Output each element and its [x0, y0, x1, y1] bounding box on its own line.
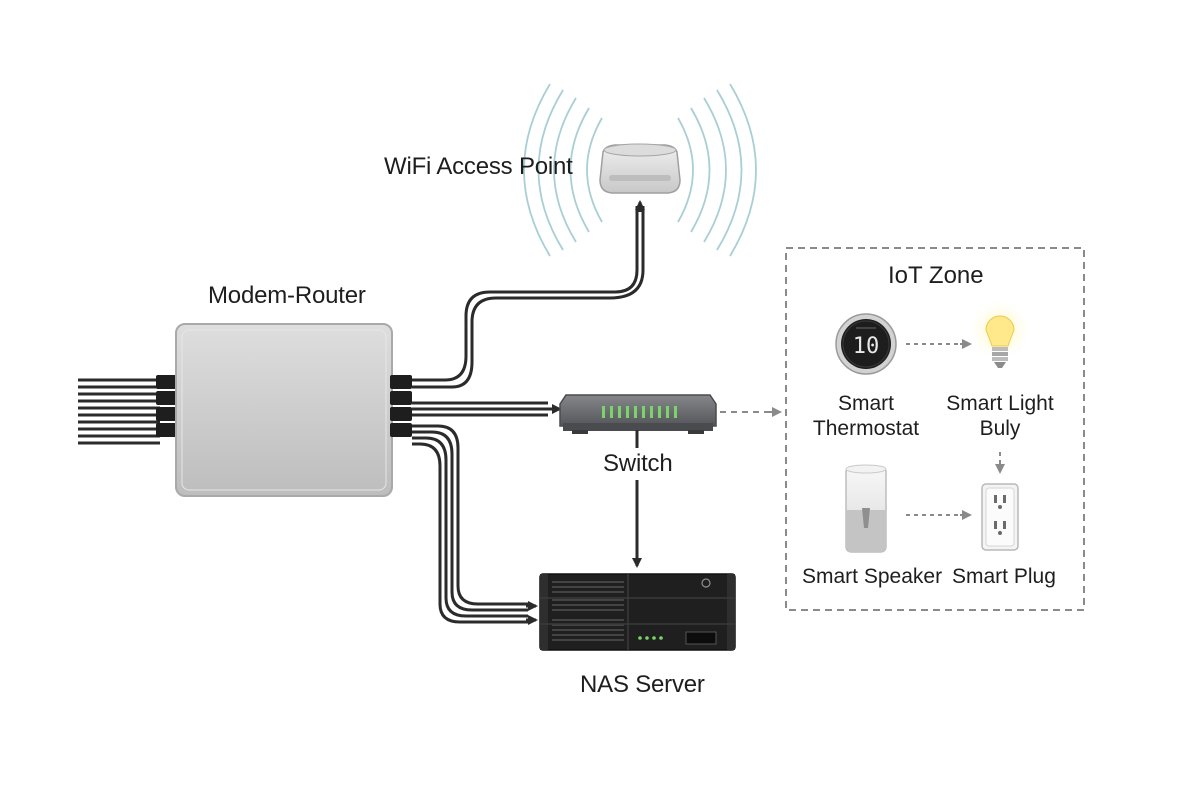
router-right-ports — [390, 375, 412, 437]
smart-thermostat-label: Smart Thermostat — [806, 391, 926, 441]
switch-label: Switch — [603, 450, 673, 477]
smart-light-bulb-label-line2: Buly — [979, 417, 1021, 440]
cable-router-to-ap — [412, 206, 645, 389]
smart-thermostat-label-line1: Smart — [837, 392, 894, 415]
cable-router-to-nas — [412, 424, 528, 624]
smart-thermostat-label-line2: Thermostat — [812, 417, 920, 440]
modem-router-icon — [175, 323, 393, 497]
thermostat-display-text: 10 — [853, 334, 880, 359]
smart-light-bulb-label: Smart Light Buly — [940, 391, 1060, 441]
smart-light-bulb-icon — [970, 300, 1030, 368]
router-left-ports — [156, 375, 178, 437]
input-cables — [78, 378, 160, 445]
smart-plug-label: Smart Plug — [952, 565, 1056, 588]
switch-leds — [602, 406, 677, 418]
iot-zone-border — [785, 247, 1085, 611]
nas-server-label: NAS Server — [580, 671, 705, 698]
iot-zone-title: IoT Zone — [888, 262, 984, 289]
wifi-waves-icon — [523, 83, 757, 257]
smart-speaker-icon — [845, 464, 887, 553]
smart-light-bulb-label-line1: Smart Light — [946, 392, 1054, 415]
wifi-access-point-label: WiFi Access Point — [384, 153, 573, 180]
smart-speaker-label: Smart Speaker — [802, 565, 943, 588]
modem-router-label: Modem-Router — [208, 282, 366, 309]
smart-thermostat-icon: 10 — [835, 313, 897, 375]
nas-server-icon — [539, 573, 736, 651]
wifi-access-point-icon — [599, 143, 681, 194]
smart-plug-icon — [981, 483, 1019, 551]
cable-router-to-switch — [412, 401, 548, 417]
switch-icon — [559, 394, 717, 434]
